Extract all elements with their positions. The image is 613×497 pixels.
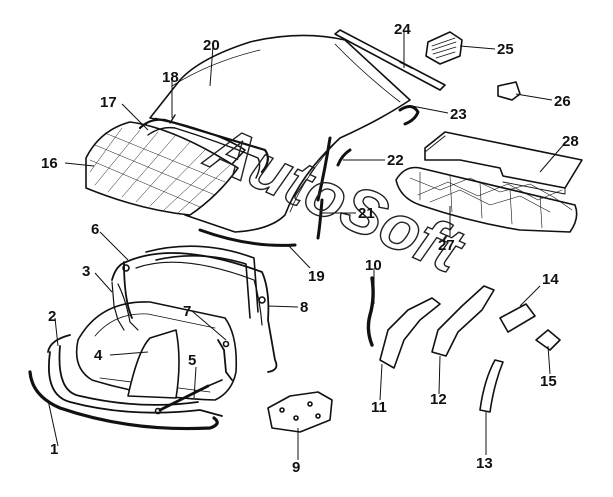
trim-strip <box>479 359 504 413</box>
callout-23: 23 <box>450 106 467 123</box>
window-seal-inner <box>147 114 261 179</box>
callout-13: 13 <box>476 455 493 472</box>
callout-7: 7 <box>183 303 191 320</box>
callout-12: 12 <box>430 391 447 408</box>
callout-8: 8 <box>300 299 308 316</box>
clip-part <box>497 81 521 101</box>
callout-labels: 1 2 3 4 5 6 7 8 9 10 11 12 13 14 15 16 1… <box>41 21 579 476</box>
latch-part <box>425 31 463 65</box>
seal-strip-22 <box>336 148 352 167</box>
callout-15: 15 <box>540 373 557 390</box>
seal-strip-21 <box>316 198 324 240</box>
insulation-mat <box>395 166 578 233</box>
callout-2: 2 <box>48 308 56 325</box>
hinge-arm-11 <box>379 297 441 369</box>
callout-26: 26 <box>554 93 571 110</box>
mid-bow <box>145 245 259 381</box>
window-seal-outer <box>138 118 269 174</box>
headliner-panel <box>424 131 583 195</box>
callout-27: 27 <box>438 237 455 254</box>
callout-14: 14 <box>542 271 559 288</box>
callout-21: 21 <box>358 205 375 222</box>
cover-panel <box>127 329 180 399</box>
callout-17: 17 <box>100 94 117 111</box>
base-seal <box>28 370 219 431</box>
hinge-link-10 <box>366 276 375 347</box>
callout-19: 19 <box>308 268 325 285</box>
hinge-arm-12 <box>431 285 495 357</box>
callout-6: 6 <box>91 221 99 238</box>
callout-4: 4 <box>94 347 103 364</box>
seal-strip-23 <box>398 105 420 126</box>
callout-28: 28 <box>562 133 579 150</box>
callout-16: 16 <box>41 155 58 172</box>
callout-22: 22 <box>387 152 404 169</box>
rear-window <box>85 121 239 216</box>
roof-rail <box>334 29 446 91</box>
callout-11: 11 <box>371 399 387 416</box>
mount-bracket <box>267 391 333 433</box>
callout-10: 10 <box>365 257 382 274</box>
callout-3: 3 <box>82 263 90 280</box>
callout-9: 9 <box>292 459 300 476</box>
callout-25: 25 <box>497 41 514 58</box>
callout-18: 18 <box>162 69 179 86</box>
leader-lines <box>47 32 566 460</box>
seal-strip-19 <box>198 228 297 247</box>
gas-strut <box>154 379 223 415</box>
callout-5: 5 <box>188 352 196 369</box>
callout-1: 1 <box>50 441 58 458</box>
callout-24: 24 <box>394 21 411 38</box>
callout-20: 20 <box>203 37 220 54</box>
trim-clip <box>535 329 561 351</box>
rear-bow <box>47 334 223 417</box>
latch-piece <box>499 303 536 333</box>
